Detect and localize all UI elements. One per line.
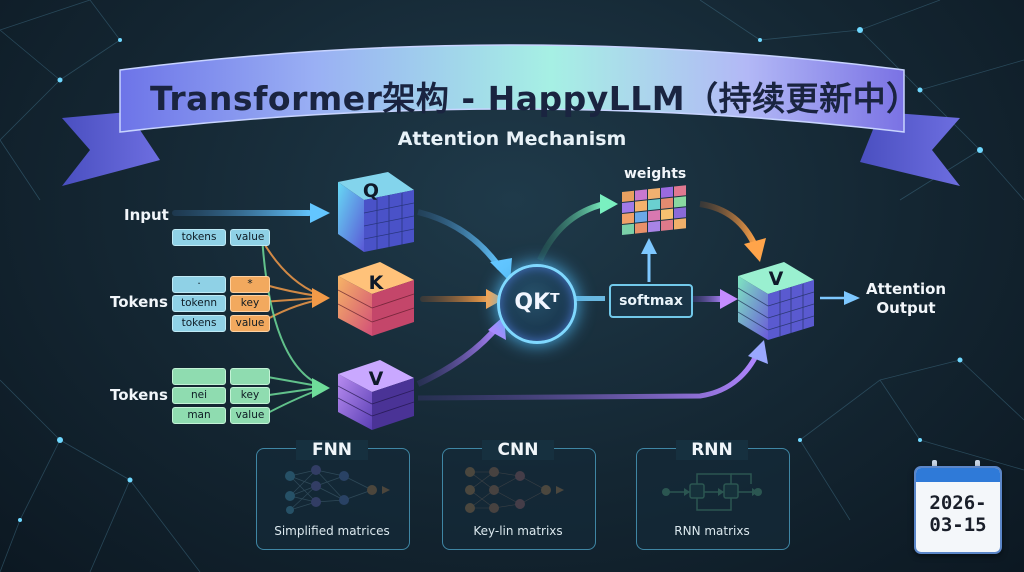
banner-title: Transformer架构 - HappyLLM（持续更新中）: [150, 79, 920, 118]
k-row2-token-pill: tokenn: [172, 295, 226, 312]
calendar-date-line2: 03-15: [929, 514, 987, 536]
output-label-line2: Output: [876, 299, 936, 317]
k-row2-value-pill: key: [230, 295, 270, 312]
v-row1-value-pill: [230, 368, 270, 385]
q-label: Q: [362, 180, 380, 202]
k-label: K: [368, 272, 384, 294]
tokens-to-v-lines: [261, 235, 319, 417]
v-row2-token-pill: nei: [172, 387, 226, 404]
v-input-label: V: [368, 368, 384, 390]
v-row1-token-pill: [172, 368, 226, 385]
q-cube: [338, 172, 415, 252]
k-row1-token-pill: ·: [172, 276, 226, 293]
v-row2-value-pill: key: [230, 387, 270, 404]
rnn-panel: [636, 448, 790, 550]
v-row3-token-pill: man: [172, 407, 226, 424]
k-row3-token-pill: tokens: [172, 315, 226, 332]
output-label-line1: Attention: [866, 280, 947, 298]
fnn-title: FNN: [296, 440, 368, 460]
input-value-pill: value: [230, 229, 270, 246]
k-row3-value-pill: value: [230, 315, 270, 332]
attention-output-label: Attention Output: [866, 280, 946, 318]
tokens-label-k: Tokens: [110, 293, 168, 311]
weights-matrix: [622, 185, 686, 235]
tokens-label-v: Tokens: [110, 386, 168, 404]
input-token-pill: tokens: [172, 229, 226, 246]
fnn-panel: [256, 448, 410, 550]
fnn-caption: Simplified matrices: [274, 524, 390, 538]
input-to-q-arrow: [172, 203, 330, 223]
cnn-title: CNN: [482, 440, 554, 460]
v-output-label: V: [768, 268, 784, 290]
cnn-caption: Key-lin matrixs: [473, 524, 563, 538]
k-row1-value-pill: *: [230, 276, 270, 293]
rnn-caption: RNN matrixs: [674, 524, 750, 538]
v-row3-value-pill: value: [230, 407, 270, 424]
v-output-cube: [737, 262, 815, 340]
weights-label: weights: [624, 166, 687, 182]
calendar-icon: 2026- 03-15: [914, 466, 1002, 554]
subtitle: Attention Mechanism: [397, 128, 627, 150]
tokens-to-k-lines: [261, 239, 319, 323]
k-stack: [337, 262, 415, 336]
calendar-header: [916, 468, 1000, 482]
calendar-date-line1: 2026-: [929, 492, 987, 514]
input-label: Input: [124, 206, 169, 224]
qk-node: QKᵀ: [497, 264, 577, 344]
v-stack: [337, 360, 415, 430]
cnn-panel: [442, 448, 596, 550]
softmax-box: softmax: [609, 284, 693, 318]
rnn-title: RNN: [676, 440, 748, 460]
